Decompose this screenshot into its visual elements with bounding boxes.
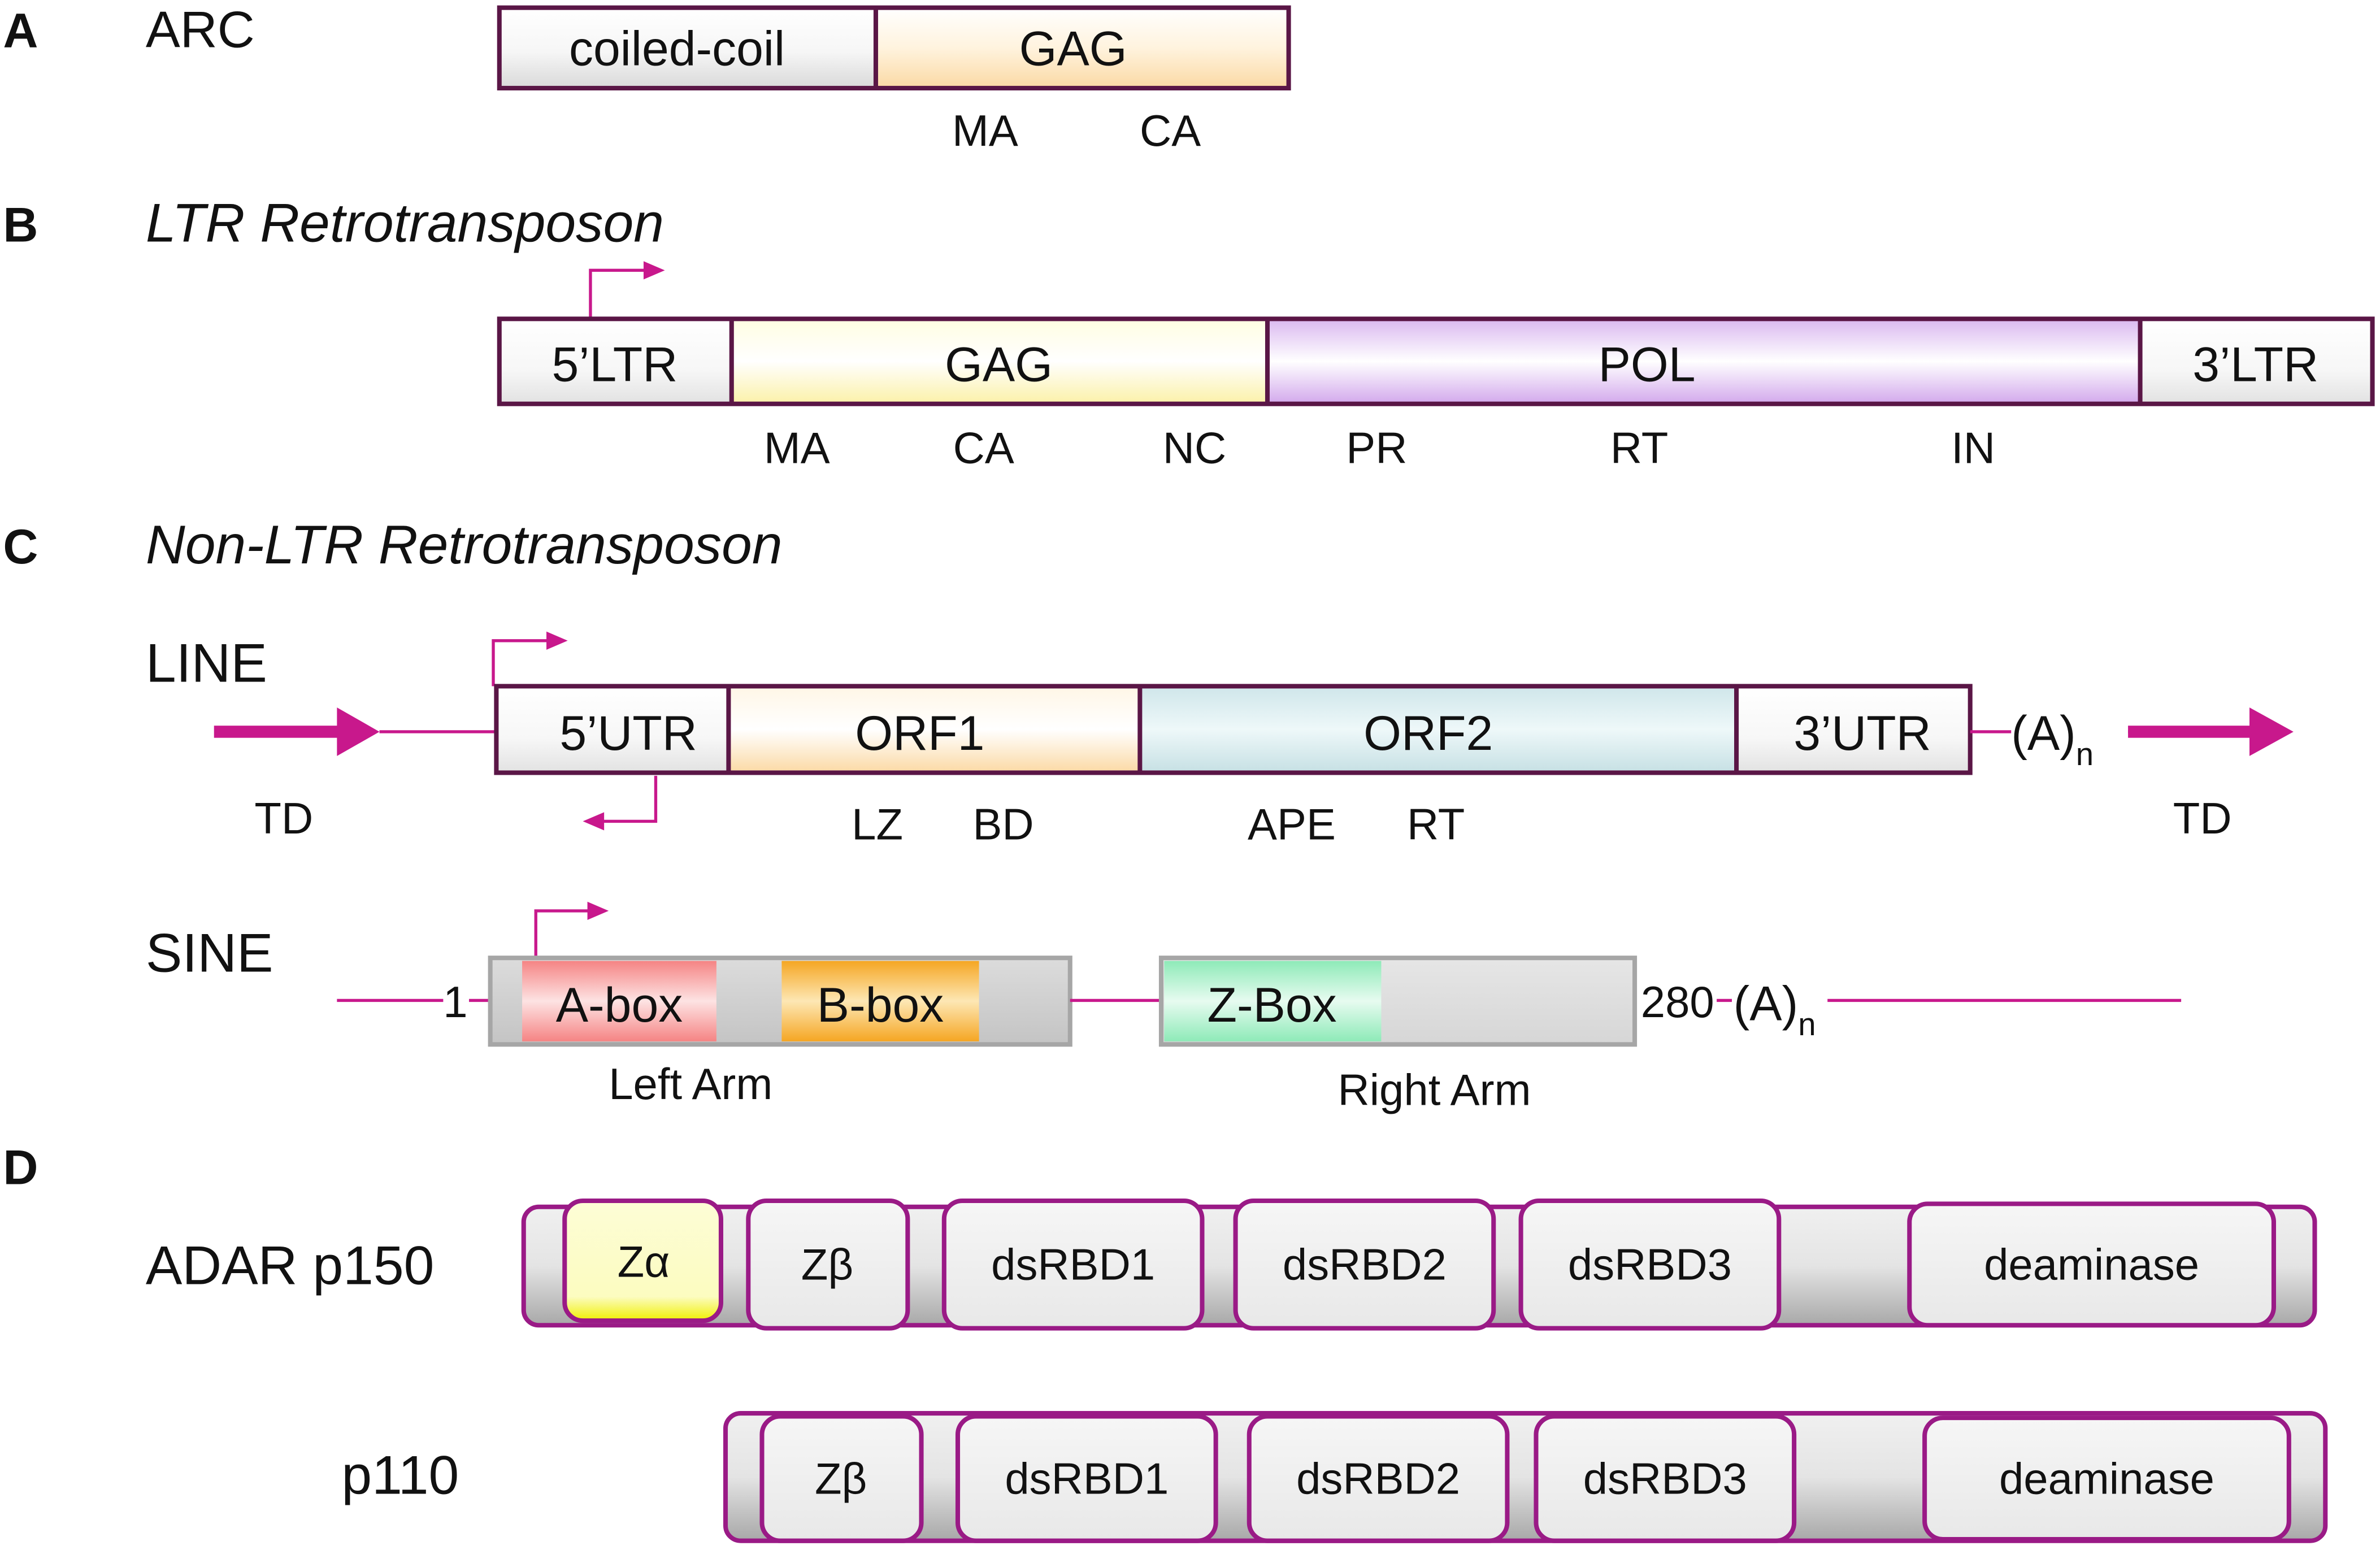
adar-p110-domain-zbeta — [759, 1414, 924, 1543]
line-td-right: TD — [2173, 793, 2232, 843]
line-sublabel-bd: BD — [972, 800, 1033, 849]
panel-a-letter: A — [3, 3, 38, 58]
sine-a-box-label: A-box — [556, 978, 683, 1032]
adar-p150-domain-dsrbd1 — [941, 1198, 1205, 1331]
ltr-label-pol: POL — [1599, 337, 1696, 392]
sine-promoter-arrow — [534, 901, 609, 958]
adar-p150-dsrbd1-label: dsRBD1 — [991, 1240, 1155, 1290]
adar-p150-zalpha-label: Zα — [618, 1236, 670, 1286]
arc-segment-gag — [875, 7, 1289, 88]
line-antisense-promoter-arrow — [583, 775, 658, 831]
line-sublabel-ape: APE — [1248, 800, 1336, 849]
ltr-sublabel-ma: MA — [764, 423, 830, 472]
sine-end: 280 — [1641, 977, 1714, 1027]
line-outline — [494, 684, 1973, 775]
adar-p150-domain-zalpha — [562, 1198, 723, 1323]
adar-p110-domain-dsrbd1 — [955, 1414, 1218, 1543]
adar-p110-domain-deaminase — [1922, 1416, 2291, 1542]
line-label: LINE — [146, 632, 267, 693]
line-segment-3utr — [1736, 686, 1970, 773]
sine-element: SINE 1 A-box B-box Z-Box 280 (A)n Left A… — [146, 901, 2182, 1115]
line-label-3utr: 3’UTR — [1793, 706, 1931, 761]
adar-p150-dsrbd2-label: dsRBD2 — [1283, 1240, 1447, 1290]
sine-start: 1 — [443, 977, 467, 1027]
adar-p150-zbeta-label: Zβ — [801, 1240, 853, 1290]
line-td-right-arrow — [2128, 707, 2294, 756]
sine-a-box — [522, 961, 716, 1041]
panel-c-letter: C — [3, 520, 38, 574]
adar-p110-label: p110 — [341, 1444, 459, 1505]
line-td-left: TD — [254, 793, 313, 843]
adar-p110-dsrbd1-label: dsRBD1 — [1005, 1453, 1169, 1503]
panel-b-letter: B — [3, 198, 38, 252]
ltr-sublabel-rt: RT — [1610, 423, 1668, 472]
adar-p110-domain-dsrbd3 — [1534, 1414, 1797, 1543]
sine-z-box — [1164, 961, 1382, 1041]
arc-segment-coiled-coil — [499, 7, 876, 88]
panel-b-title: LTR Retrotransposon — [146, 192, 664, 253]
ltr-segment-5ltr — [499, 319, 732, 404]
line-segment-5utr — [496, 686, 729, 773]
arc-label-gag: GAG — [1019, 22, 1127, 76]
line-segment-orf2 — [1140, 686, 1737, 773]
arc-sublabel-ma: MA — [952, 106, 1018, 155]
sine-b-box — [781, 961, 979, 1041]
arc-sublabel-ca: CA — [1140, 106, 1201, 155]
adar-p150-domain-dsrbd2 — [1233, 1198, 1496, 1331]
sine-z-box-label: Z-Box — [1207, 978, 1336, 1032]
panel-a: A ARC coiled-coil GAG MA CA — [3, 1, 1291, 155]
ltr-label-5ltr: 5’LTR — [551, 337, 677, 392]
panel-d: D ADAR p150 Zα Zβ dsRBD1 dsRBD2 dsRBD3 d… — [3, 1140, 2328, 1543]
adar-p110-domain-dsrbd2 — [1247, 1414, 1510, 1543]
ltr-segment-gag — [731, 319, 1267, 404]
ltr-promoter-arrow — [589, 261, 665, 319]
ltr-outline — [497, 316, 2375, 406]
panel-d-letter: D — [3, 1140, 38, 1195]
adar-p150-domain-zbeta — [746, 1198, 910, 1331]
arc-outline — [497, 5, 1291, 91]
panel-c: C Non-LTR Retrotransposon LINE 5’UTR ORF… — [3, 514, 2294, 849]
line-polya-tail: (A)n — [2011, 706, 2094, 772]
ltr-label-3ltr: 3’LTR — [2192, 337, 2318, 392]
line-segment-orf1 — [728, 686, 1140, 773]
adar-p150-domain-dsrbd3 — [1518, 1198, 1782, 1331]
panel-b: B LTR Retrotransposon 5’LTR GAG POL 3’LT… — [3, 192, 2375, 472]
sine-label: SINE — [146, 922, 273, 983]
ltr-sublabel-pr: PR — [1346, 423, 1407, 472]
sine-right-arm-label: Right Arm — [1338, 1065, 1531, 1115]
arc-label-coiled-coil: coiled-coil — [569, 22, 785, 76]
sine-polya-tail: (A)n — [1734, 976, 1816, 1042]
ltr-sublabel-nc: NC — [1163, 423, 1227, 472]
sine-left-arm-label: Left Arm — [609, 1059, 772, 1109]
line-label-orf1: ORF1 — [855, 706, 984, 761]
line-label-orf2: ORF2 — [1363, 706, 1493, 761]
line-sublabel-lz: LZ — [852, 800, 903, 849]
adar-p150-label: ADAR p150 — [146, 1235, 435, 1296]
ltr-label-gag: GAG — [945, 337, 1053, 392]
line-sublabel-rt: RT — [1407, 800, 1465, 849]
panel-a-title: ARC — [146, 1, 255, 58]
adar-p110-dsrbd3-label: dsRBD3 — [1583, 1453, 1747, 1503]
sine-b-box-label: B-box — [817, 978, 944, 1032]
ltr-sublabel-in: IN — [1951, 423, 1995, 472]
line-td-left-arrow — [214, 707, 380, 756]
panel-c-title: Non-LTR Retrotransposon — [146, 514, 783, 575]
ltr-sublabel-ca: CA — [953, 423, 1014, 472]
line-sense-promoter-arrow — [492, 631, 568, 687]
adar-p150-domain-deaminase — [1907, 1201, 2276, 1328]
adar-p110-zbeta-label: Zβ — [815, 1453, 867, 1503]
adar-p110-deaminase-label: deaminase — [1999, 1453, 2214, 1503]
adar-p150-deaminase-label: deaminase — [1984, 1240, 2199, 1290]
adar-p110-dsrbd2-label: dsRBD2 — [1296, 1453, 1460, 1503]
ltr-segment-pol — [1267, 319, 2140, 404]
line-label-5utr: 5’UTR — [559, 706, 697, 761]
ltr-segment-3ltr — [2140, 319, 2373, 404]
adar-p150-dsrbd3-label: dsRBD3 — [1568, 1240, 1732, 1290]
